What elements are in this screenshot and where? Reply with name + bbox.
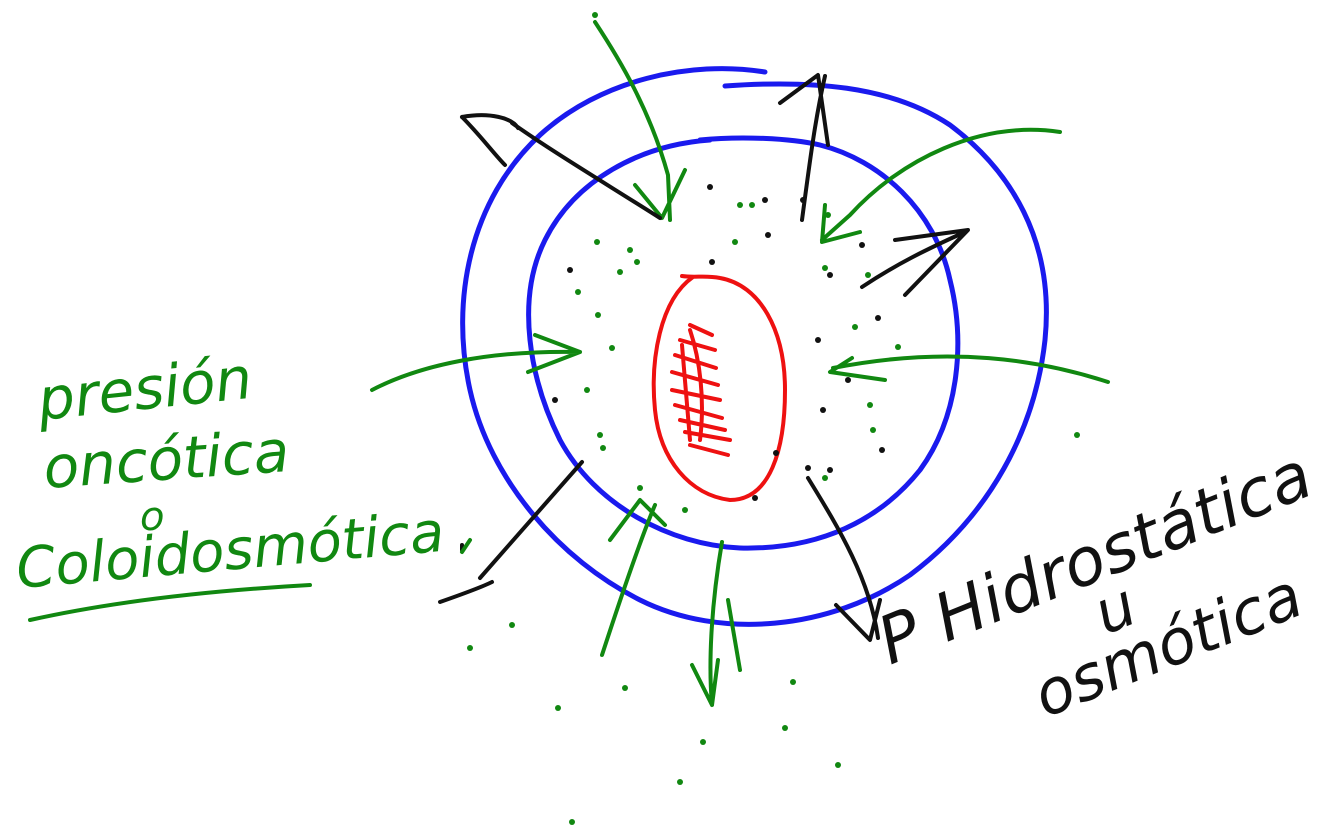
green-arrow-icon	[602, 500, 665, 655]
green-arrow-icon	[822, 130, 1060, 242]
oncotic-label-line4: Coloidosmótica	[14, 500, 447, 602]
oncotic-label: presión oncótica o Coloidosmótica	[14, 344, 447, 602]
green-arrow-icon	[372, 335, 580, 390]
nucleus-fill	[672, 325, 730, 455]
hydrostatic-label: P Hidrostática u osmótica	[867, 436, 1322, 732]
green-arrow-icon	[595, 22, 685, 220]
nucleus-outline	[654, 276, 785, 500]
oncotic-label-line1: presión	[33, 344, 255, 434]
green-arrow-icon	[830, 356, 1108, 382]
inner-membrane	[529, 138, 958, 548]
